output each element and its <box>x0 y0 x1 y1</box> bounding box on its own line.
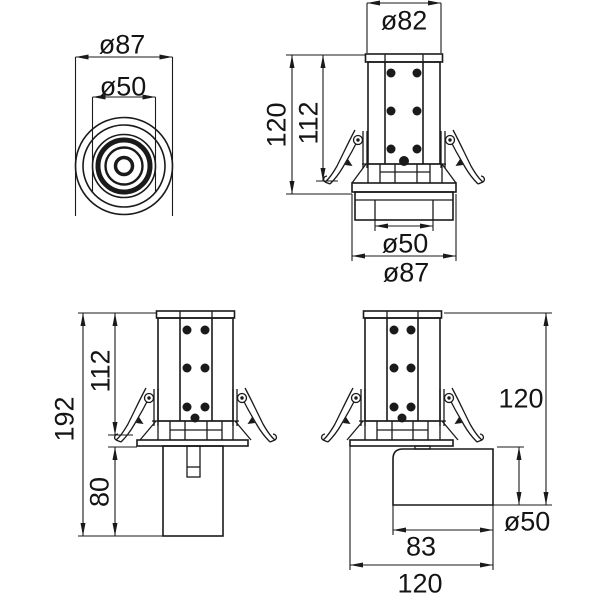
trim-cone <box>346 413 459 441</box>
front-view: ø82 120 112 ø50 ø87 <box>261 0 486 287</box>
trim-cone <box>351 156 457 184</box>
trim-flange <box>351 182 457 193</box>
visible-trim-below-ceiling <box>354 191 454 221</box>
dim-cutout-diameter-front: ø50 <box>374 220 434 258</box>
trim-flange <box>136 439 249 447</box>
dim-driver-diameter: ø50 <box>497 446 551 536</box>
dim-recess-depth: 112 <box>293 55 338 182</box>
trim-flange <box>349 439 454 447</box>
trim-ring-circles <box>74 116 174 216</box>
spring-clip-left <box>322 129 368 185</box>
baffle-ring <box>95 137 153 195</box>
dim-label-cutout-diameter-front: ø50 <box>382 228 429 258</box>
dim-label-total-height: 120 <box>261 102 291 147</box>
dim-label-recess-height: 120 <box>498 383 543 413</box>
dim-label-driver-length: 83 <box>406 531 436 561</box>
spring-clip-right <box>232 387 278 443</box>
dim-label-cutout-diameter: ø50 <box>100 71 147 101</box>
body-outline <box>364 317 441 422</box>
lamp-circle <box>113 155 135 177</box>
dim-total-depth: 192 <box>49 312 163 537</box>
dim-driver-length: 83 <box>392 505 494 570</box>
flange-inner-circle <box>82 124 166 208</box>
heatsink-body <box>364 53 444 165</box>
spring-clip-right <box>439 387 485 443</box>
cable-stem <box>186 445 201 478</box>
dim-label-recess-depth: 112 <box>85 349 115 392</box>
rear-driver-box <box>162 445 224 537</box>
dim-recess-depth: 112 <box>85 313 133 436</box>
cutout-circle <box>91 133 157 199</box>
dim-label-total-depth: 192 <box>49 396 79 441</box>
body-outline <box>367 61 441 165</box>
spring-clip-left <box>113 387 159 443</box>
heatsink-body <box>362 310 443 422</box>
heatsink-body <box>155 310 236 422</box>
dim-driver-total-width: 120 <box>349 446 493 598</box>
side-driver-cylinder <box>392 448 494 506</box>
side-view-rear-driver: 192 112 80 <box>49 310 278 537</box>
cone-side <box>351 163 367 184</box>
dim-cutout-diameter: ø50 <box>91 71 157 192</box>
dim-label-recess-depth: 112 <box>293 101 323 144</box>
dim-label-driver-diameter: ø50 <box>504 506 551 536</box>
top-cap <box>155 310 236 319</box>
dim-label-driver-depth: 80 <box>84 477 114 507</box>
body-outline <box>157 317 234 422</box>
reflector-ring <box>104 146 144 186</box>
trim-cone <box>139 413 252 441</box>
spring-clip-right <box>440 129 486 185</box>
dim-flange-diameter: ø87 <box>351 194 457 287</box>
dim-outer-diameter: ø87 <box>74 29 174 216</box>
spring-clip-left <box>320 387 366 443</box>
dim-label-flange-diameter: ø87 <box>383 257 430 287</box>
side-view-side-driver: 120 ø50 83 120 <box>320 310 552 598</box>
heatsink-holes <box>389 325 416 412</box>
dim-label-driver-total-width: 120 <box>397 568 442 598</box>
top-cap <box>362 310 443 319</box>
dim-total-height: 120 <box>261 54 366 195</box>
dim-body-diameter: ø82 <box>366 0 442 53</box>
top-cap <box>364 53 444 63</box>
flange-outer-circle <box>74 116 174 216</box>
heatsink-holes <box>386 68 422 154</box>
heatsink-holes <box>182 325 210 412</box>
cone-side <box>441 163 457 184</box>
dim-label-outer-diameter: ø87 <box>99 29 146 59</box>
top-view: ø87 ø50 <box>74 29 174 216</box>
dim-driver-depth: 80 <box>84 446 137 536</box>
dim-label-body-diameter: ø82 <box>381 5 428 35</box>
dim-recess-height: 120 <box>444 312 552 506</box>
